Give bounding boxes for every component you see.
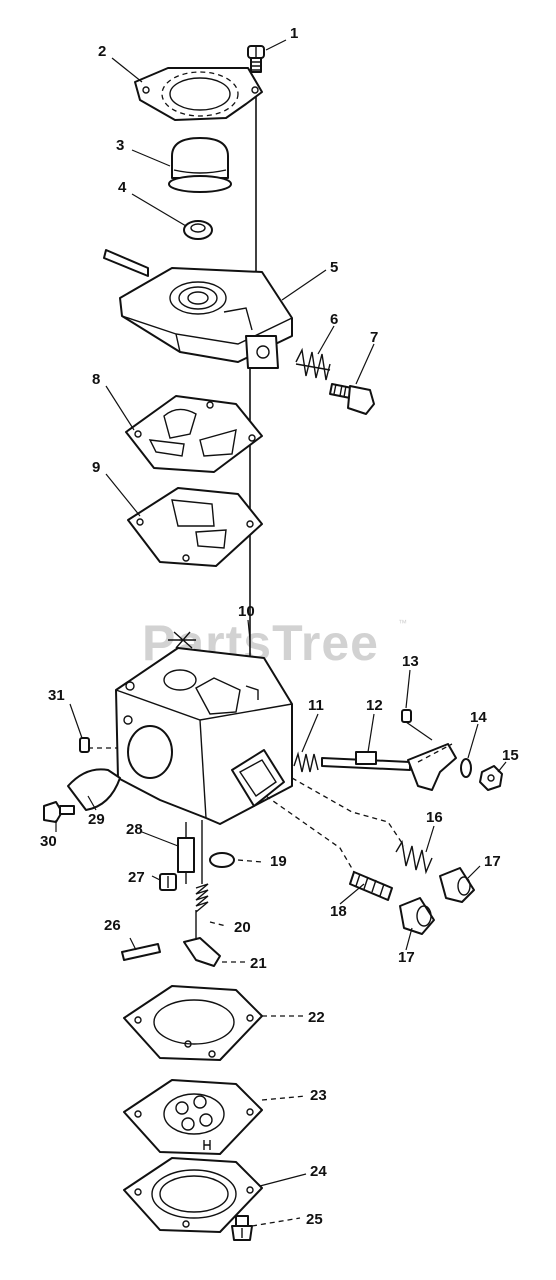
callout-1: 1: [290, 25, 298, 42]
throttle-lever: [407, 743, 457, 791]
part-5-pump-cover: [103, 249, 293, 369]
callout-9: 9: [92, 459, 100, 476]
callout-29: 29: [88, 811, 105, 828]
part-18-needle-screw: [349, 871, 393, 901]
callout-5: 5: [330, 259, 338, 276]
callout-4: 4: [118, 179, 127, 196]
callout-20: 20: [234, 919, 251, 936]
callout-14: 14: [470, 709, 487, 726]
part-14-washer: [460, 758, 472, 778]
callout-28: 28: [126, 821, 143, 838]
part-26-pin: [121, 943, 161, 961]
callout-16: 16: [426, 809, 443, 826]
part-20-spring: [195, 820, 209, 913]
leader-lines: [55, 39, 507, 1227]
part-24-cover: [123, 1157, 263, 1233]
explode-line-16: [291, 777, 405, 847]
callout-23: 23: [310, 1087, 327, 1104]
watermark-trademark: ™: [398, 618, 407, 628]
part-4-disc: [183, 220, 213, 240]
part-6-spring: [295, 347, 331, 381]
part-11-spring: [293, 751, 319, 773]
callout-22: 22: [308, 1009, 325, 1026]
callout-labels: 1 2 3 4 5 6 7 8 9 10 11 12 13 14 15 16 1…: [40, 25, 519, 1228]
part-12-shaft: [321, 751, 411, 771]
part-31-screw: [79, 737, 90, 753]
callout-11: 11: [308, 697, 324, 714]
part-9-gasket: [127, 487, 263, 567]
callout-17-lower: 17: [398, 949, 415, 966]
callout-7: 7: [370, 329, 378, 346]
callout-24: 24: [310, 1163, 327, 1180]
part-1-screw: [247, 45, 265, 73]
part-17-limiter-cap-upper: [439, 867, 475, 903]
callout-26: 26: [104, 917, 121, 934]
part-13-screw: [401, 709, 433, 741]
part-22-gasket: [123, 985, 263, 1061]
part-7-needle-screw: [329, 383, 375, 415]
part-15-nut: [479, 765, 503, 791]
part-2-cover-plate: [134, 67, 263, 121]
callout-31: 31: [48, 687, 65, 704]
callout-30: 30: [40, 833, 57, 850]
callout-6: 6: [330, 311, 338, 328]
callout-15: 15: [502, 747, 519, 764]
part-29-plate: [67, 768, 121, 811]
part-27-screw: [159, 873, 177, 891]
part-28-pin: [177, 822, 195, 884]
callout-27: 27: [128, 869, 145, 886]
part-8-diaphragm: [125, 395, 263, 473]
part-21-lever: [183, 910, 221, 967]
part-25-screw: [231, 1215, 253, 1241]
explode-line-13: [417, 743, 453, 763]
explode-line-18: [265, 795, 355, 873]
part-19-disc: [209, 852, 235, 868]
part-17-limiter-cap-lower: [399, 897, 435, 935]
part-16-spring: [395, 840, 433, 875]
part-30-screw: [43, 801, 75, 823]
callout-3: 3: [116, 137, 124, 154]
callout-18: 18: [330, 903, 347, 920]
callout-21: 21: [250, 955, 267, 972]
callout-13: 13: [402, 653, 419, 670]
part-23-diaphragm: [123, 1079, 263, 1155]
callout-25: 25: [306, 1211, 323, 1228]
carburetor-body: [115, 631, 293, 825]
callout-19: 19: [270, 853, 287, 870]
callout-12: 12: [366, 697, 383, 714]
callout-17-upper: 17: [484, 853, 501, 870]
callout-10: 10: [238, 603, 255, 620]
callout-2: 2: [98, 43, 106, 60]
part-3-primer-bulb: [168, 137, 232, 193]
callout-8: 8: [92, 371, 100, 388]
